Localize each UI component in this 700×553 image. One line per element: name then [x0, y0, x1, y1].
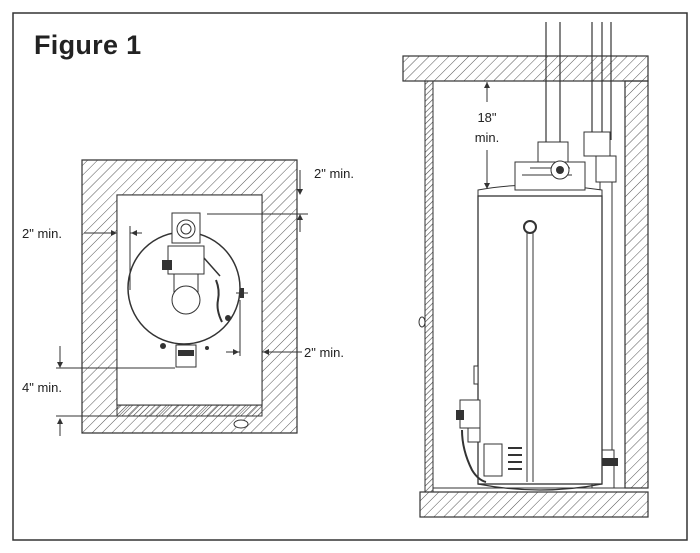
label-clearance-vent-2: min.: [475, 130, 500, 145]
side-view-closet: [402, 55, 649, 518]
figure-title: Figure 1: [34, 30, 142, 60]
label-clearance-left: 2" min.: [22, 226, 62, 241]
label-clearance-front: 4" min.: [22, 380, 62, 395]
side-view-dimensions: 18" min.: [475, 82, 500, 189]
side-view-heater: [456, 160, 603, 491]
drain-pan-strip: [116, 404, 263, 417]
label-clearance-top: 2" min.: [314, 166, 354, 181]
label-clearance-vent-1: 18": [477, 110, 496, 125]
label-clearance-right: 2" min.: [304, 345, 344, 360]
top-view-heater: [127, 212, 248, 368]
top-view-dimensions: 2" min. 2" min. 2" min. 4" min.: [22, 166, 354, 436]
floor-drain: [233, 419, 249, 429]
side-view-pipes: [537, 22, 618, 489]
